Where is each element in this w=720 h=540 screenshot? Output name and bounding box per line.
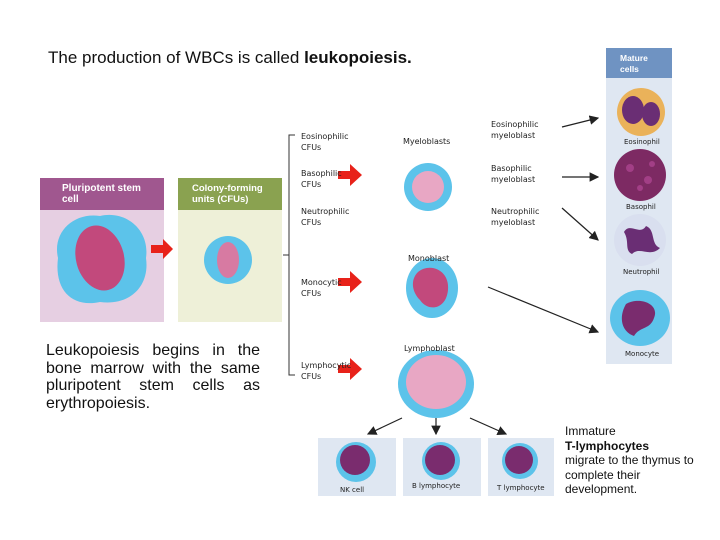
right-note-line1: Immature bbox=[565, 424, 616, 438]
red-arrow-4 bbox=[338, 358, 362, 380]
red-arrow-3 bbox=[338, 271, 362, 293]
t-lymphocyte-cell bbox=[502, 443, 538, 479]
cfu-bracket bbox=[288, 134, 295, 376]
neutrophil-cell bbox=[614, 214, 666, 266]
eosinophil-cell bbox=[617, 88, 665, 136]
red-arrow-2 bbox=[338, 164, 362, 186]
b-lymphocyte-cell bbox=[422, 442, 460, 480]
caption-nk-cell: NK cell bbox=[340, 486, 365, 494]
blast-label-monoblast: Monoblast bbox=[408, 254, 450, 263]
red-arrow-1 bbox=[151, 239, 173, 259]
mature-caption-monocyte: Monocyte bbox=[625, 350, 660, 358]
caption-t-lymphocyte: T lymphocyte bbox=[497, 484, 545, 492]
page-title: The production of WBCs is called leukopo… bbox=[48, 48, 412, 68]
right-note-rest: migrate to the thymus to complete their … bbox=[565, 453, 694, 496]
blast-label-myeloblasts: Myeloblasts bbox=[403, 137, 451, 146]
title-text: The production of WBCs is called bbox=[48, 48, 305, 67]
blast-label-lymphoblast: Lymphoblast bbox=[404, 344, 455, 353]
myelocyte-label-eosinophilic: Eosinophilic myeloblast bbox=[491, 120, 539, 140]
cfu-label-basophilic: Basophilic CFUs bbox=[301, 169, 342, 189]
basophil-cell bbox=[614, 149, 666, 201]
red-arrows bbox=[151, 164, 362, 380]
mature-caption-basophil: Basophil bbox=[626, 203, 656, 211]
cfu-label-monocytic: Monocytic CFUs bbox=[301, 278, 342, 298]
monoblast-cell bbox=[406, 258, 458, 318]
right-note-bold: T-lymphocytes bbox=[565, 438, 650, 453]
caption-b-lymphocyte: B lymphocyte bbox=[412, 482, 461, 490]
pluripotent-header: Pluripotent stem cell bbox=[62, 183, 141, 205]
lymphoblast-cell bbox=[398, 350, 474, 418]
mature-header: Mature cells bbox=[620, 53, 648, 74]
mature-header-box: Mature cells bbox=[606, 48, 672, 78]
nk-cell bbox=[336, 442, 376, 482]
cfu-header-box: Colony-forming units (CFUs) bbox=[178, 178, 282, 210]
title-bold: leukopoiesis. bbox=[304, 48, 412, 67]
right-note: Immature T-lymphocytes migrate to the th… bbox=[565, 424, 695, 497]
cfu-header: Colony-forming units (CFUs) bbox=[192, 183, 263, 205]
pluripotent-header-box: Pluripotent stem cell bbox=[40, 178, 164, 210]
mature-caption-neutrophil: Neutrophil bbox=[623, 268, 660, 276]
myelocyte-label-neutrophilic: Neutrophilic myeloblast bbox=[491, 207, 540, 227]
left-note: Leukopoiesis begins in the bone marrow w… bbox=[46, 342, 260, 412]
myeloblast-cell bbox=[390, 158, 462, 220]
cfu-label-lymphocytic: Lymphocytic CFUs bbox=[301, 361, 352, 381]
cfu-label-neutrophilic: Neutrophilic CFUs bbox=[301, 207, 350, 227]
cfu-cell bbox=[204, 236, 252, 284]
monocyte-cell bbox=[610, 290, 670, 346]
myelocyte-label-basophilic: Basophilic myeloblast bbox=[491, 164, 536, 184]
mature-caption-eosinophil: Eosinophil bbox=[624, 138, 660, 146]
black-arrows bbox=[366, 115, 600, 436]
cfu-label-eosinophilic: Eosinophilic CFUs bbox=[301, 132, 349, 152]
pluripotent-cell bbox=[57, 214, 147, 304]
